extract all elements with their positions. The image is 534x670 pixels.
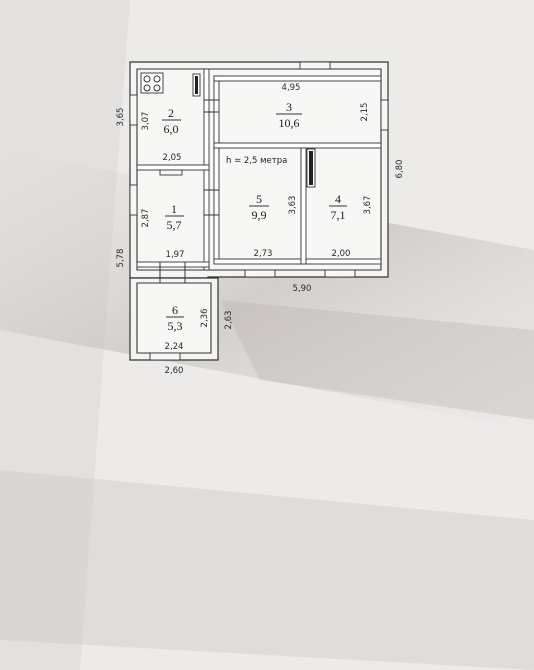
dim-porch-inner-width: 2,24 [165,342,184,352]
room-4-label: 4 7,1 [329,192,347,222]
dim-room5-depth: 3,63 [288,196,298,215]
room-3-area: 10,6 [279,116,300,130]
room-3-number: 3 [286,100,292,114]
dim-room3-width: 4,95 [282,83,301,93]
room-5-area: 9,9 [252,208,267,222]
partitions [136,68,382,271]
heater-icon-room4 [306,148,316,188]
dim-main-width: 5,90 [293,284,312,294]
heater-icon-kitchen [192,73,201,97]
room-5-label: 5 9,9 [249,192,269,222]
room-2-number: 2 [168,106,174,120]
dim-room5-width: 2,73 [254,249,273,259]
windows [129,61,389,361]
dim-kitchen-width: 2,05 [163,153,182,163]
ceiling-height-note: h = 2,5 метра [226,156,287,166]
dim-hall-width: 1,97 [166,250,185,260]
dim-porch-outer-width: 2,60 [165,366,184,376]
stove-icon [140,72,164,94]
dim-room3-depth: 2,15 [360,103,370,122]
dim-room4-depth: 3,67 [363,196,373,215]
room-1-number: 1 [171,202,177,216]
doors [159,99,219,283]
dim-total-depth-right: 6,80 [395,160,405,179]
building-walls [129,61,389,361]
dim-left-total: 5,78 [116,249,126,268]
dim-kitchen-depth-inner: 3,07 [141,112,151,131]
room-3-label: 3 10,6 [276,100,302,130]
room-6-area: 5,3 [168,319,183,333]
room-1-area: 5,7 [167,218,182,232]
room-2-area: 6,0 [164,122,179,136]
dim-hall-depth: 2,87 [141,209,151,228]
room-2-label: 2 6,0 [162,106,181,136]
room-4-number: 4 [335,192,341,206]
room-4-area: 7,1 [331,208,346,222]
room-6-label: 6 5,3 [166,303,184,333]
room-5-number: 5 [256,192,262,206]
dim-kitchen-depth-outer: 3,65 [116,108,126,127]
room-6-number: 6 [172,303,178,317]
dim-porch-outer-depth: 2,63 [224,311,234,330]
dim-porch-inner-depth: 2,36 [200,309,210,328]
dim-room4-width: 2,00 [332,249,351,259]
dimension-labels: 3,65 3,07 2,05 4,95 2,15 6,80 2,87 1,97 … [116,83,405,376]
room-1-label: 1 5,7 [165,202,184,232]
